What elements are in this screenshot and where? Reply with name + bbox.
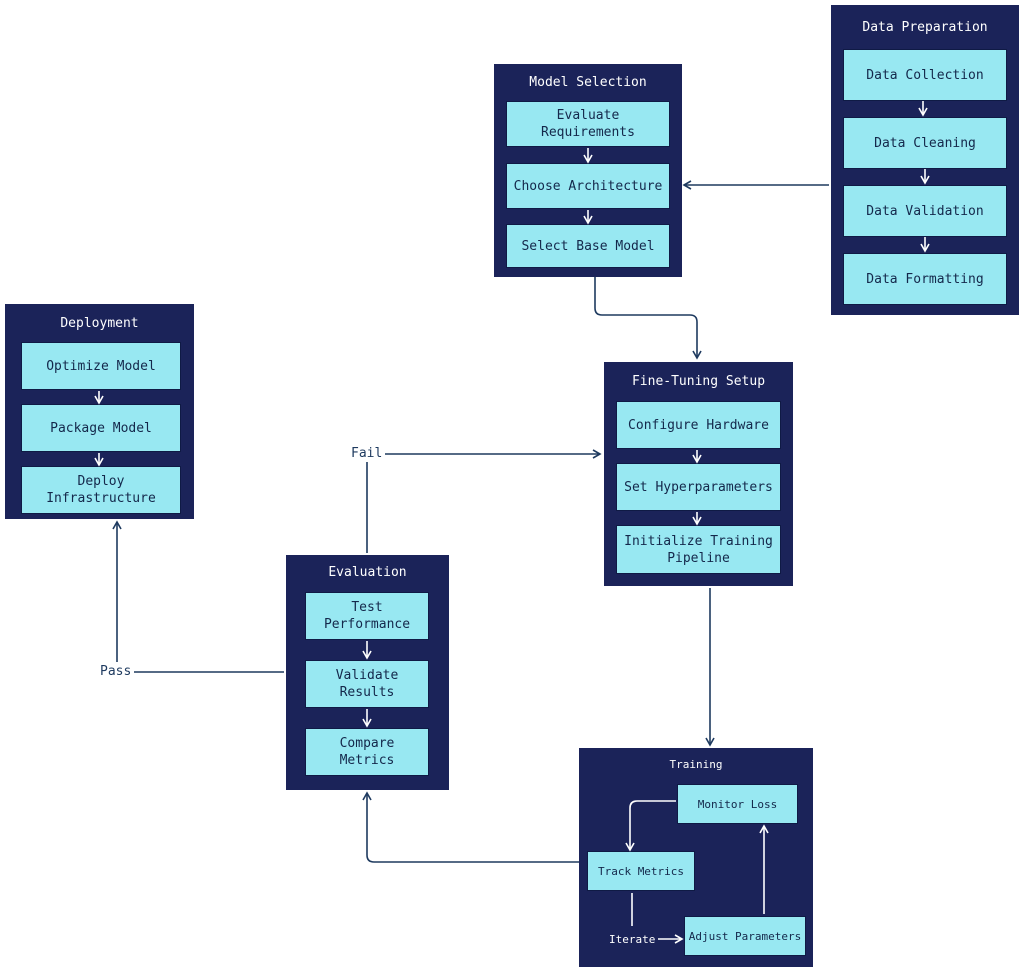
edge-label-iterate: Iterate (609, 933, 656, 946)
group-fine-tuning-setup: Fine-Tuning Setup Configure Hardware Set… (604, 362, 793, 586)
group-title: Model Selection (529, 75, 647, 90)
edge-model-selection-to-fine-tuning (594, 277, 702, 360)
group-title: Fine-Tuning Setup (631, 374, 766, 389)
node-data-formatting[interactable]: Data Formatting (843, 253, 1007, 305)
node-choose-architecture[interactable]: Choose Architecture (506, 163, 670, 209)
node-set-hyperparameters[interactable]: Set Hyperparameters (616, 463, 781, 511)
node-validate-results[interactable]: Validate Results (305, 660, 429, 708)
edge-label-pass: Pass (98, 664, 134, 680)
group-title: Deployment (60, 316, 139, 331)
node-configure-hardware[interactable]: Configure Hardware (616, 401, 781, 449)
group-title: Data Preparation (862, 20, 988, 35)
node-deploy-infrastructure[interactable]: Deploy Infrastructure (21, 466, 181, 514)
group-training: Training Monitor Loss Track Metrics Adju… (579, 748, 813, 967)
group-data-preparation: Data Preparation Data Collection Data Cl… (831, 5, 1019, 315)
group-model-selection: Model Selection Evaluate Requirements Ch… (494, 64, 682, 277)
node-package-model[interactable]: Package Model (21, 404, 181, 452)
node-compare-metrics[interactable]: Compare Metrics (305, 728, 429, 776)
edge-evaluation-fail-to-fine-tuning (366, 454, 600, 553)
group-title: Evaluation (328, 565, 407, 580)
group-title: Training (669, 758, 723, 771)
group-deployment: Deployment Optimize Model Package Model … (5, 304, 194, 519)
edge-training-to-evaluation (362, 791, 579, 863)
node-initialize-training-pipeline[interactable]: Initialize Training Pipeline (616, 525, 781, 574)
node-data-cleaning[interactable]: Data Cleaning (843, 117, 1007, 169)
edge-label-fail: Fail (349, 446, 385, 462)
node-adjust-parameters[interactable]: Adjust Parameters (684, 916, 806, 956)
node-select-base-model[interactable]: Select Base Model (506, 224, 670, 268)
node-data-validation[interactable]: Data Validation (843, 185, 1007, 237)
node-evaluate-requirements[interactable]: Evaluate Requirements (506, 101, 670, 147)
node-test-performance[interactable]: Test Performance (305, 592, 429, 640)
node-data-collection[interactable]: Data Collection (843, 49, 1007, 101)
node-track-metrics[interactable]: Track Metrics (587, 851, 695, 891)
node-monitor-loss[interactable]: Monitor Loss (677, 784, 798, 824)
group-evaluation: Evaluation Test Performance Validate Res… (286, 555, 449, 790)
node-optimize-model[interactable]: Optimize Model (21, 342, 181, 390)
